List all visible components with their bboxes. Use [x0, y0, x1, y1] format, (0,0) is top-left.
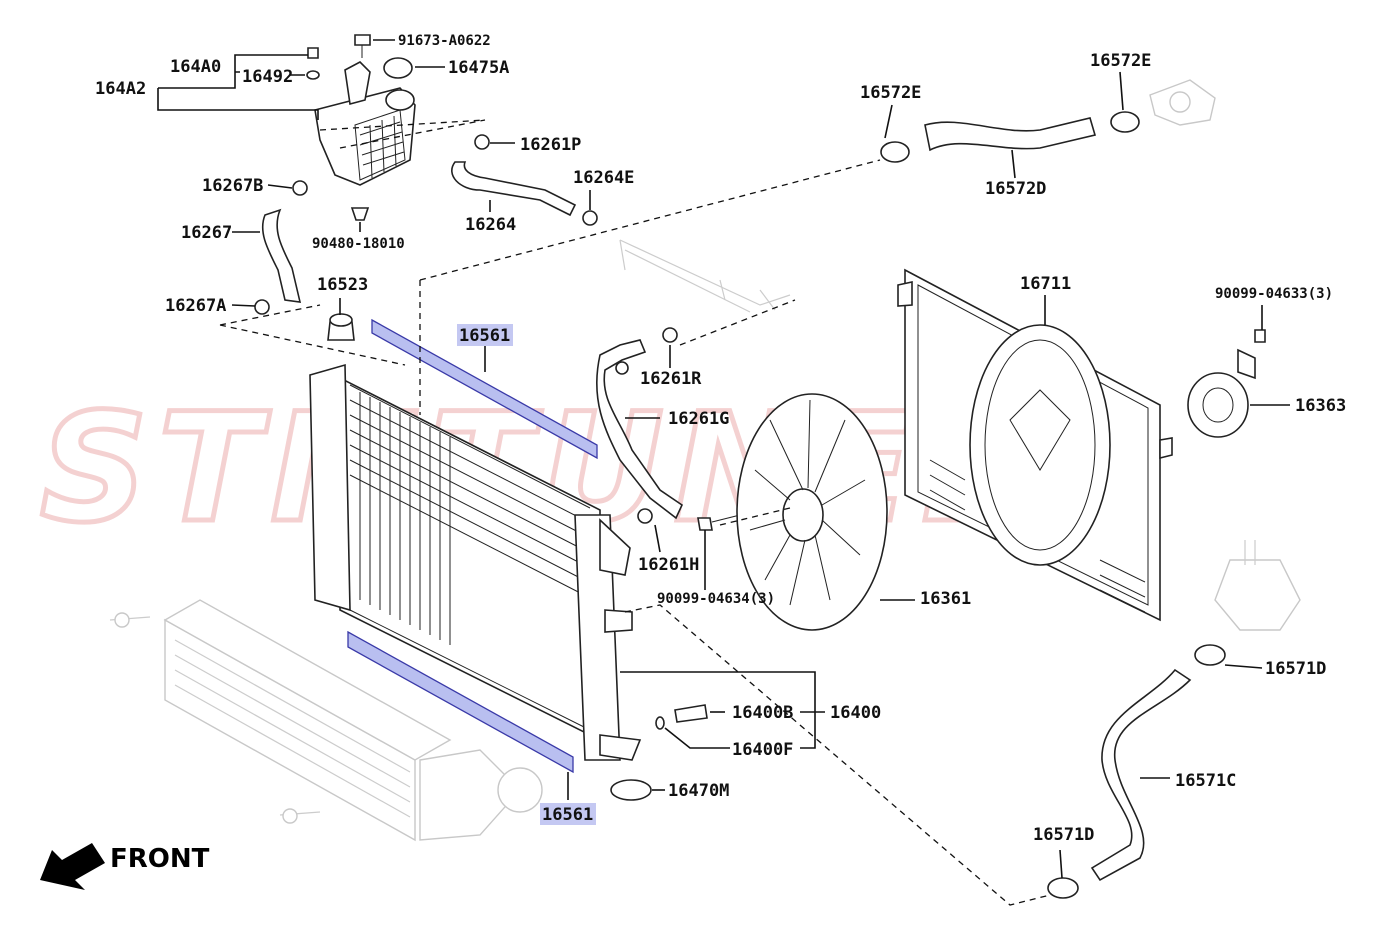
label-16400B: 16400B — [732, 703, 793, 723]
clamp-16261 — [615, 361, 629, 375]
label-16267: 16267 — [181, 223, 232, 243]
front-label: FRONT — [110, 844, 210, 874]
label-16400: 16400 — [830, 703, 881, 723]
hose-16572D — [924, 117, 1097, 152]
cap-16523 — [327, 313, 355, 341]
reservoir-tank — [314, 57, 416, 186]
label-16711: 16711 — [1020, 274, 1071, 294]
motor-16363 — [1187, 329, 1266, 438]
label-16261P: 16261P — [520, 135, 581, 155]
label-16571D-bottom: 16571D — [1033, 825, 1094, 845]
front-arrow-icon — [40, 843, 105, 890]
dashed-connectors — [219, 119, 1051, 906]
label-16475A: 16475A — [448, 58, 509, 78]
fasteners-top — [254, 34, 598, 315]
hose-16264 — [451, 161, 577, 217]
label-16561-top: 16561 — [459, 326, 510, 346]
hose-16261G — [596, 339, 684, 520]
clamp-16572E-left — [880, 141, 910, 163]
clamp-16261H — [637, 508, 653, 524]
label-box-16561-top — [457, 324, 513, 346]
bracket-pipe-ghost — [619, 239, 791, 313]
label-16523: 16523 — [317, 275, 368, 295]
clamp-16571D-bottom — [1047, 877, 1079, 899]
clamp-16571D-right — [1194, 644, 1226, 666]
cap-16470M — [610, 779, 652, 801]
label-90480-18010: 90480-18010 — [312, 236, 405, 252]
leader-lines — [157, 39, 1290, 879]
label-16572E-left: 16572E — [860, 83, 921, 103]
label-16492: 16492 — [242, 67, 293, 87]
label-16572D: 16572D — [985, 179, 1046, 199]
label-164A0: 164A0 — [170, 57, 221, 77]
seal-16561-top — [371, 318, 598, 460]
fan-16361 — [736, 393, 888, 631]
bolt-90099-04634 — [697, 514, 741, 531]
label-16400F: 16400F — [732, 740, 793, 760]
label-90099-04633: 90099-04633(3) — [1215, 286, 1333, 302]
label-16264E: 16264E — [573, 168, 634, 188]
housing-ghost-top — [1149, 79, 1216, 126]
intercooler-ghost — [109, 599, 543, 842]
label-16561-bottom: 16561 — [542, 805, 593, 825]
housing-ghost-right — [1214, 540, 1301, 631]
label-16572E-right: 16572E — [1090, 51, 1151, 71]
drain-plug-16400B — [655, 704, 708, 730]
radiator — [309, 363, 642, 761]
label-16361: 16361 — [920, 589, 971, 609]
hose-16267 — [261, 208, 302, 303]
label-16261G: 16261G — [668, 409, 729, 429]
shroud-16711 — [897, 268, 1173, 622]
label-16363: 16363 — [1295, 396, 1346, 416]
label-16264: 16264 — [465, 215, 516, 235]
label-16267B: 16267B — [202, 176, 263, 196]
label-16261R: 16261R — [640, 369, 702, 389]
label-16470M: 16470M — [668, 781, 729, 801]
label-16261H: 16261H — [638, 555, 699, 575]
label-box-16561-bottom — [540, 803, 596, 825]
label-164A2: 164A2 — [95, 79, 146, 99]
hose-16571C — [1090, 668, 1192, 882]
label-90099-04634: 90099-04634(3) — [657, 591, 775, 607]
label-91673-A0622: 91673-A0622 — [398, 33, 491, 49]
clamp-16261R — [662, 327, 678, 343]
label-16267A: 16267A — [165, 296, 226, 316]
clamp-16572E-right — [1110, 111, 1140, 133]
front-indicator: FRONT — [40, 843, 210, 890]
label-16571C: 16571C — [1175, 771, 1236, 791]
label-16571D-right: 16571D — [1265, 659, 1326, 679]
seal-16561-bottom — [347, 630, 574, 774]
